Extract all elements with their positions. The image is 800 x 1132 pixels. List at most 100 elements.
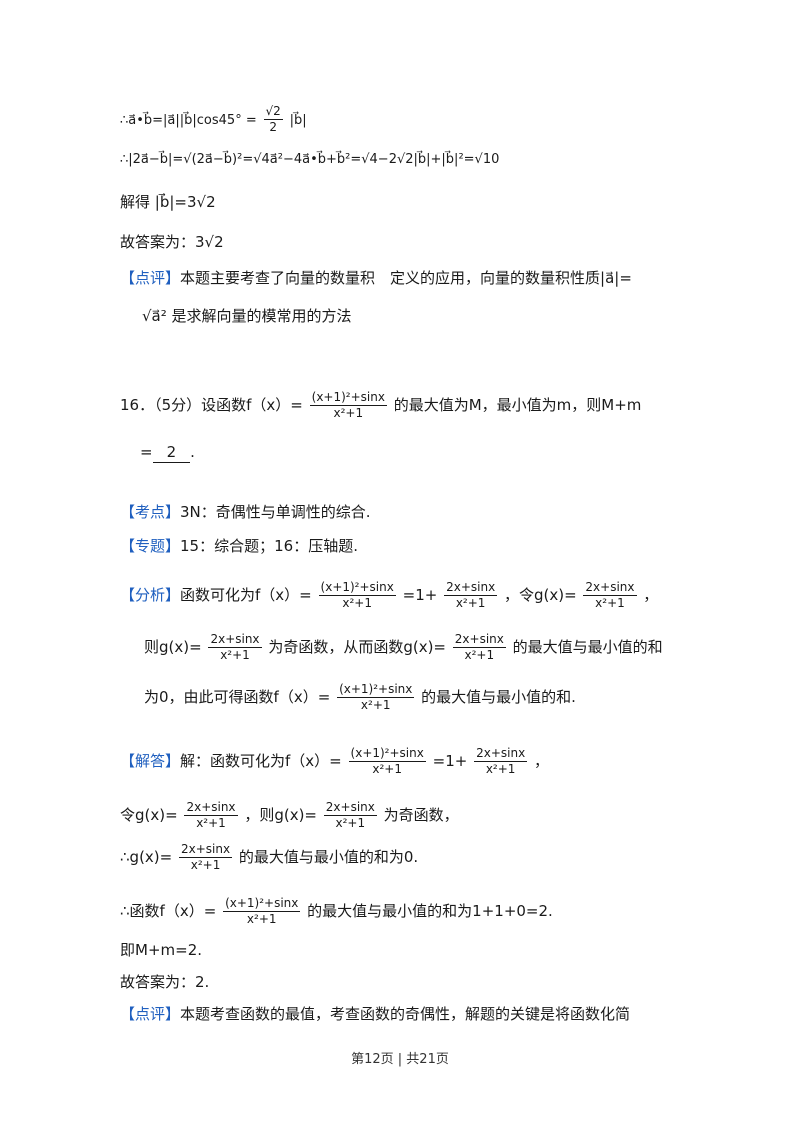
fenxi-text: 则g(x)=	[144, 638, 202, 656]
jieda-line-5: 即M+m=2.	[120, 940, 202, 960]
jieda-text: 即M+m=2.	[120, 941, 203, 959]
fraction-numerator: 2x+sinx	[452, 632, 506, 648]
fenxi-text: 为奇函数，从而函数g(x)=	[268, 638, 446, 656]
fraction-denominator: 2	[269, 120, 277, 134]
equation-text: ∴a⃗•b⃗=|a⃗||b⃗|cos45° =	[120, 113, 257, 128]
comment-line: 【点评】本题主要考查了向量的数量积 定义的应用，向量的数量积性质|a⃗|=	[120, 268, 632, 288]
fraction-numerator: 2x+sinx	[323, 800, 377, 816]
fenxi-text: 函数可化为f（x）=	[180, 586, 312, 604]
fraction-numerator: 2x+sinx	[184, 800, 238, 816]
fraction-numerator: (x+1)²+sinx	[309, 390, 387, 406]
answer-line: 故答案为：3√2	[120, 232, 224, 252]
fraction-numerator: 2x+sinx	[179, 842, 233, 858]
fraction-denominator: x²+1	[360, 698, 391, 712]
answer-blank: 2	[152, 442, 191, 463]
kaodian-text: 3N：奇偶性与单调性的综合.	[180, 503, 371, 521]
fenxi-text: =1+	[402, 586, 438, 604]
jieda-text: 解：函数可化为f（x）=	[180, 752, 342, 770]
solve-line: 解得 |b⃗|=3√2	[120, 192, 216, 212]
question-suffix: 的最大值为M，最小值为m，则M+m	[393, 396, 642, 414]
zhuanti-text: 15：综合题；16：压轴题.	[180, 537, 358, 555]
fraction-denominator: x²+1	[372, 762, 402, 776]
jieda-text: 令g(x)=	[120, 806, 178, 824]
jieda-text: ，则g(x)=	[244, 806, 317, 824]
equation-text: ∴|2a⃗−b⃗|=√(2a⃗−b⃗)²=√4a⃗²−4a⃗•b⃗+b⃗²=√4…	[120, 152, 500, 167]
fraction-denominator: x²+1	[464, 648, 495, 662]
jieda-text: 的最大值与最小值的和为1+1+0=2.	[307, 902, 553, 920]
fenxi-tag: 【分析】	[120, 586, 181, 604]
answer-text: 故答案为：3√2	[120, 233, 224, 251]
solve-text: 解得 |b⃗|=3√2	[120, 193, 216, 211]
kaodian-line: 【考点】3N：奇偶性与单调性的综合.	[120, 502, 371, 522]
fraction-denominator: x²+1	[333, 406, 364, 420]
question-prefix: 16．（5分）设函数f（x）=	[120, 396, 303, 414]
fenxi-text: 的最大值与最小值的和.	[421, 688, 576, 706]
jieda-text: ，	[533, 752, 549, 770]
fenxi-text: ，	[643, 586, 659, 604]
jieda-text: 的最大值与最小值的和为0.	[238, 848, 419, 866]
comment-text: √a⃗² 是求解向量的模常用的方法	[142, 307, 352, 325]
jieda-tag: 【解答】	[120, 752, 181, 770]
fraction-numerator: 2x+sinx	[474, 746, 528, 762]
zhuanti-tag: 【专题】	[120, 537, 181, 555]
fraction-numerator: (x+1)²+sinx	[337, 682, 415, 698]
fraction-denominator: x²+1	[220, 648, 250, 662]
fraction-denominator: x²+1	[335, 816, 366, 830]
comment-line-2: √a⃗² 是求解向量的模常用的方法	[142, 306, 352, 326]
fraction-denominator: x²+1	[455, 596, 486, 610]
jieda-text: ∴g(x)=	[120, 848, 173, 866]
jieda-text: 故答案为：2.	[120, 973, 210, 991]
fraction-numerator: √2	[263, 104, 283, 120]
fraction-numerator: 2x+sinx	[208, 632, 262, 648]
fraction-numerator: 2x+sinx	[583, 580, 637, 596]
jieda-line-6: 故答案为：2.	[120, 972, 209, 992]
comment-tag: 【点评】	[120, 269, 181, 287]
fraction-numerator: (x+1)²+sinx	[318, 580, 396, 596]
page-footer: 第12页 | 共21页	[351, 1052, 449, 1067]
fraction-denominator: x²+1	[485, 762, 516, 776]
fraction-denominator: x²+1	[190, 858, 221, 872]
fraction-numerator: (x+1)²+sinx	[223, 896, 301, 912]
kaodian-tag: 【考点】	[120, 503, 181, 521]
fenxi-text: 为0，由此可得函数f（x）=	[144, 688, 331, 706]
equation-line-2: ∴|2a⃗−b⃗|=√(2a⃗−b⃗)²=√4a⃗²−4a⃗•b⃗+b⃗²=√4…	[120, 148, 499, 170]
answer-suffix: .	[190, 443, 195, 461]
jieda-text: =1+	[432, 752, 468, 770]
fraction-denominator: x²+1	[595, 596, 625, 610]
fenxi-text: 的最大值与最小值的和	[512, 638, 663, 656]
fraction-numerator: 2x+sinx	[444, 580, 498, 596]
question-16-answer: =2.	[140, 442, 195, 463]
comment-text: 本题主要考查了向量的数量积 定义的应用，向量的数量积性质|a⃗|=	[180, 269, 632, 287]
zhuanti-line: 【专题】15：综合题；16：压轴题.	[120, 536, 358, 556]
fraction-denominator: x²+1	[342, 596, 372, 610]
jieda-text: ∴函数f（x）=	[120, 902, 217, 920]
answer-prefix: =	[140, 443, 153, 461]
dianping-line: 【点评】本题考查函数的最值，考查函数的奇偶性，解题的关键是将函数化简	[120, 1004, 630, 1024]
fraction-numerator: (x+1)²+sinx	[348, 746, 426, 762]
fenxi-text: ，令g(x)=	[503, 586, 577, 604]
fraction-denominator: x²+1	[196, 816, 226, 830]
